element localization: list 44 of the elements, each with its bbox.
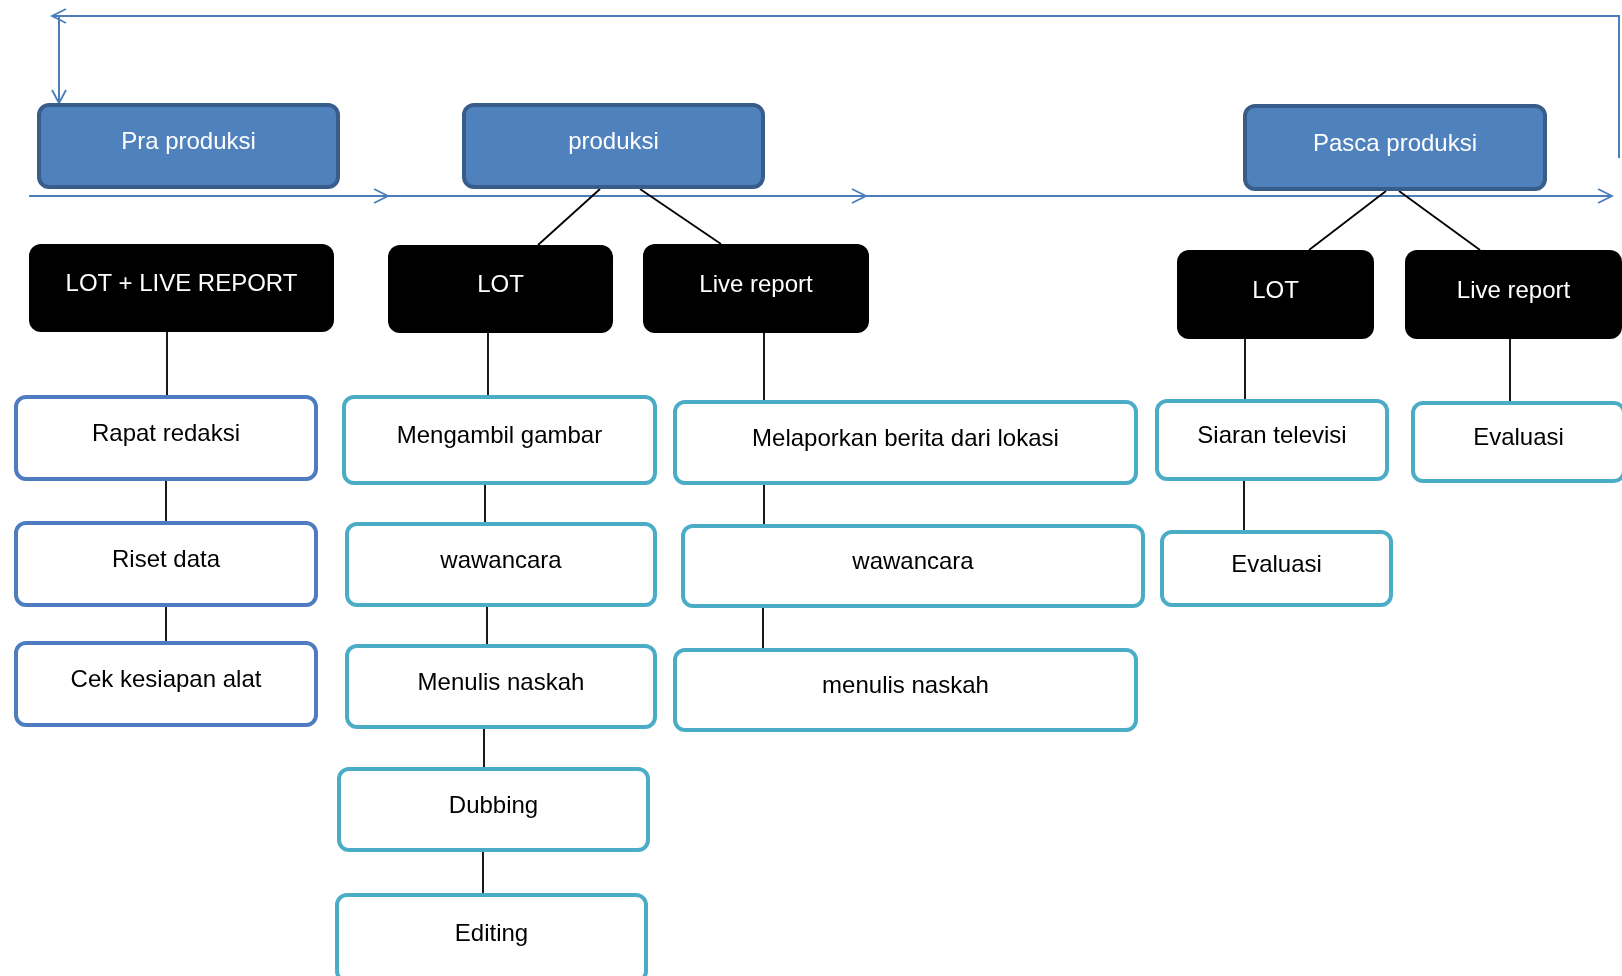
box-label: wawancara <box>440 545 562 574</box>
box-label: Cek kesiapan alat <box>70 665 262 693</box>
step-box <box>345 644 657 729</box>
step-box <box>345 522 657 607</box>
category-box <box>388 245 613 333</box>
category-box <box>1405 250 1622 339</box>
box-label: wawancara <box>852 547 974 575</box>
box-label: Menulis naskah <box>417 667 585 696</box>
category-box <box>643 244 869 333</box>
phase-box <box>462 103 765 189</box>
box-label: Pasca produksi <box>1312 128 1478 157</box>
step-box <box>342 395 657 485</box>
step-box <box>14 641 318 727</box>
step-box <box>14 395 318 481</box>
box-label: Pra produksi <box>121 127 256 155</box>
box-label: Melaporkan berita dari lokasi <box>752 423 1059 452</box>
box-label: produksi <box>568 127 659 155</box>
box-label: Evaluasi <box>1231 549 1322 578</box>
step-box <box>14 521 318 607</box>
box-label: Evaluasi <box>1473 423 1564 451</box>
step-box <box>673 648 1138 732</box>
box-label: LOT <box>477 270 524 298</box>
box-label: Riset data <box>111 545 221 573</box>
box-label: Live report <box>699 269 813 298</box>
box-label: Rapat redaksi <box>91 419 241 447</box>
box-label: Siaran televisi <box>1197 421 1347 449</box>
box-label: Mengambil gambar <box>396 421 603 449</box>
step-box <box>335 893 648 976</box>
step-box <box>1411 401 1622 483</box>
box-label: LOT <box>1252 275 1299 304</box>
step-box <box>1155 399 1389 481</box>
step-box <box>337 767 650 852</box>
category-box <box>29 244 334 332</box>
step-box <box>681 524 1145 608</box>
box-label: menulis naskah <box>822 671 989 699</box>
box-label: Editing <box>454 919 529 947</box>
category-box <box>1177 250 1374 339</box>
step-box <box>673 400 1138 485</box>
phase-box <box>1243 104 1547 191</box>
phase-box <box>37 103 340 189</box>
box-label: LOT + LIVE REPORT <box>65 269 298 297</box>
box-label: Live report <box>1456 275 1571 304</box>
step-box <box>1160 530 1393 607</box>
box-label: Dubbing <box>448 790 539 819</box>
